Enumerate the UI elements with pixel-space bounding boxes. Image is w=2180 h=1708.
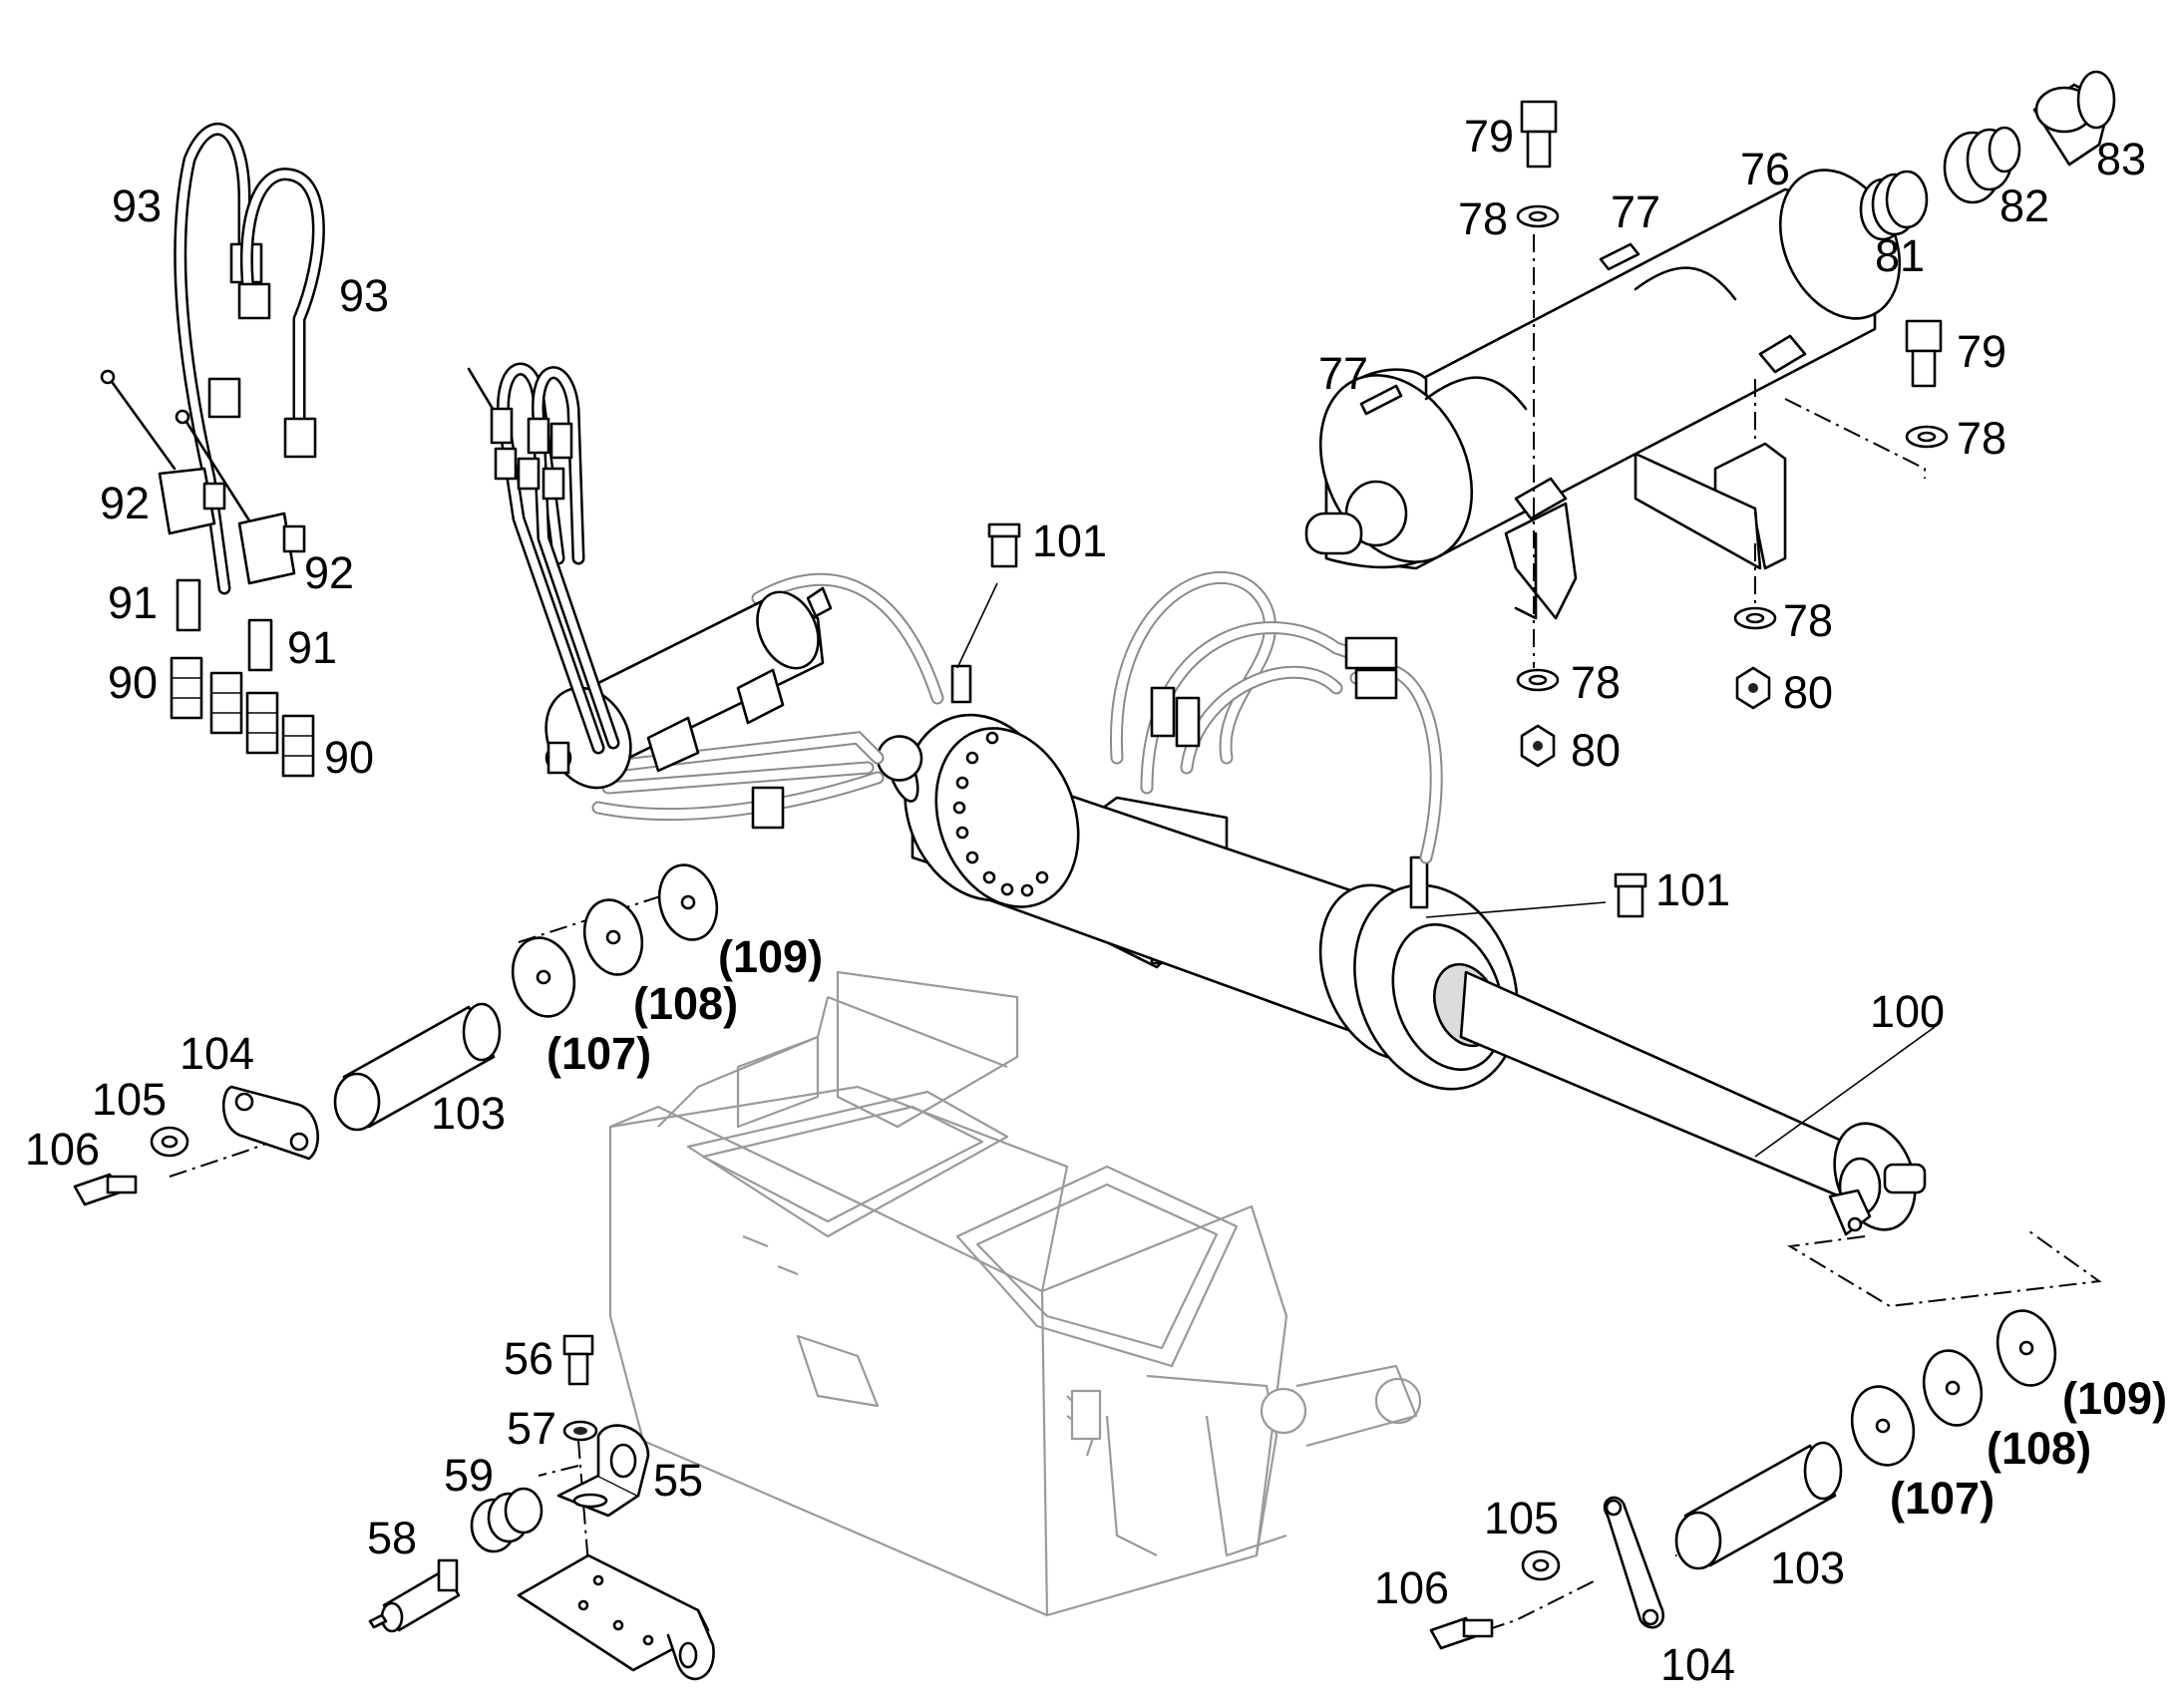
label-109-a: (109) bbox=[718, 931, 823, 982]
washers-107-109-left bbox=[511, 863, 719, 1018]
flange-bolt-circle bbox=[952, 731, 1049, 897]
label-78-d: 78 bbox=[1571, 657, 1621, 708]
washers-107-109-right bbox=[1850, 1309, 2057, 1467]
label-77-a: 77 bbox=[1611, 186, 1660, 237]
washer-57 bbox=[562, 1420, 598, 1442]
label-55: 55 bbox=[653, 1455, 703, 1506]
small-accumulator bbox=[467, 362, 833, 790]
label-92-a: 92 bbox=[100, 478, 150, 528]
washer-78-top bbox=[1516, 204, 1560, 228]
label-90-a: 90 bbox=[108, 657, 158, 708]
label-104-b: 104 bbox=[1660, 1639, 1735, 1690]
bolt-79-top bbox=[1520, 100, 1558, 169]
nut-80-a bbox=[1520, 724, 1556, 768]
label-100: 100 bbox=[1870, 986, 1945, 1037]
bolt-106-left bbox=[73, 1173, 138, 1206]
part-labels: 93 93 92 92 91 91 90 90 79 78 77 76 77 8… bbox=[25, 111, 2167, 1690]
label-105-a: 105 bbox=[92, 1074, 167, 1125]
label-78-c: 78 bbox=[1783, 595, 1833, 646]
valve-92 bbox=[100, 369, 306, 585]
washer-105-left bbox=[150, 1126, 189, 1158]
label-79-a: 79 bbox=[1464, 111, 1514, 162]
label-91-a: 91 bbox=[108, 577, 158, 628]
label-80-a: 80 bbox=[1571, 725, 1621, 776]
label-101-a: 101 bbox=[1032, 515, 1107, 566]
fitting-59 bbox=[470, 1487, 544, 1553]
link-104-right bbox=[1603, 1496, 1664, 1629]
pin-103-right bbox=[1674, 1441, 1843, 1570]
label-107-b: (107) bbox=[1890, 1473, 1995, 1524]
label-78-b: 78 bbox=[1957, 413, 2006, 464]
fitting-101-top bbox=[987, 522, 1021, 568]
label-77-b: 77 bbox=[1318, 348, 1368, 399]
sensor-58 bbox=[368, 1558, 461, 1633]
label-57: 57 bbox=[507, 1403, 556, 1454]
fitting-101-right bbox=[1614, 872, 1647, 918]
label-59: 59 bbox=[444, 1450, 494, 1501]
label-108-a: (108) bbox=[633, 978, 738, 1029]
washer-78-mid bbox=[1516, 668, 1560, 692]
label-90-b: 90 bbox=[324, 732, 374, 783]
label-78-a: 78 bbox=[1458, 193, 1508, 244]
elbow-83 bbox=[2032, 70, 2116, 167]
label-93-b: 93 bbox=[339, 270, 389, 321]
label-81: 81 bbox=[1875, 230, 1925, 281]
bolt-79-right bbox=[1905, 319, 1943, 388]
label-103-b: 103 bbox=[1770, 1542, 1845, 1593]
washer-78-right bbox=[1905, 425, 1949, 449]
label-83: 83 bbox=[2096, 134, 2146, 184]
bolt-56 bbox=[562, 1334, 594, 1386]
fitting-82 bbox=[1943, 126, 2021, 204]
hydraulic-cylinder-100 bbox=[876, 664, 1927, 1236]
link-104-left bbox=[221, 1085, 319, 1161]
nut-80-b bbox=[1735, 666, 1771, 710]
label-80-b: 80 bbox=[1783, 667, 1833, 718]
label-106-b: 106 bbox=[1374, 1562, 1449, 1613]
label-103-a: 103 bbox=[431, 1088, 506, 1139]
label-101-b: 101 bbox=[1655, 864, 1730, 915]
label-58: 58 bbox=[367, 1513, 417, 1563]
mounting-plate bbox=[517, 1553, 715, 1681]
label-79-b: 79 bbox=[1957, 326, 2006, 377]
washer-78-low bbox=[1733, 606, 1777, 630]
base-frame bbox=[608, 970, 1422, 1617]
label-106-a: 106 bbox=[25, 1124, 100, 1175]
label-91-b: 91 bbox=[287, 622, 337, 673]
hose-93-b bbox=[237, 168, 325, 459]
label-104-a: 104 bbox=[180, 1028, 254, 1079]
large-accumulator-76 bbox=[1304, 169, 1902, 620]
label-109-b: (109) bbox=[2062, 1373, 2167, 1424]
cylinder-hoses bbox=[591, 570, 1443, 864]
washer-105-right bbox=[1521, 1549, 1561, 1581]
adapters-91-90 bbox=[170, 578, 315, 778]
label-76: 76 bbox=[1740, 144, 1790, 194]
label-93-a: 93 bbox=[112, 180, 162, 231]
label-107-a: (107) bbox=[546, 1028, 651, 1079]
label-82: 82 bbox=[1999, 180, 2049, 231]
label-56: 56 bbox=[504, 1333, 553, 1384]
bolt-106-right bbox=[1429, 1616, 1494, 1650]
label-92-b: 92 bbox=[304, 547, 354, 598]
bracket-55 bbox=[556, 1424, 650, 1518]
pin-103-left bbox=[333, 1002, 502, 1132]
label-108-b: (108) bbox=[1987, 1423, 2091, 1474]
fitting-81 bbox=[1859, 170, 1929, 241]
label-105-b: 105 bbox=[1484, 1493, 1559, 1543]
